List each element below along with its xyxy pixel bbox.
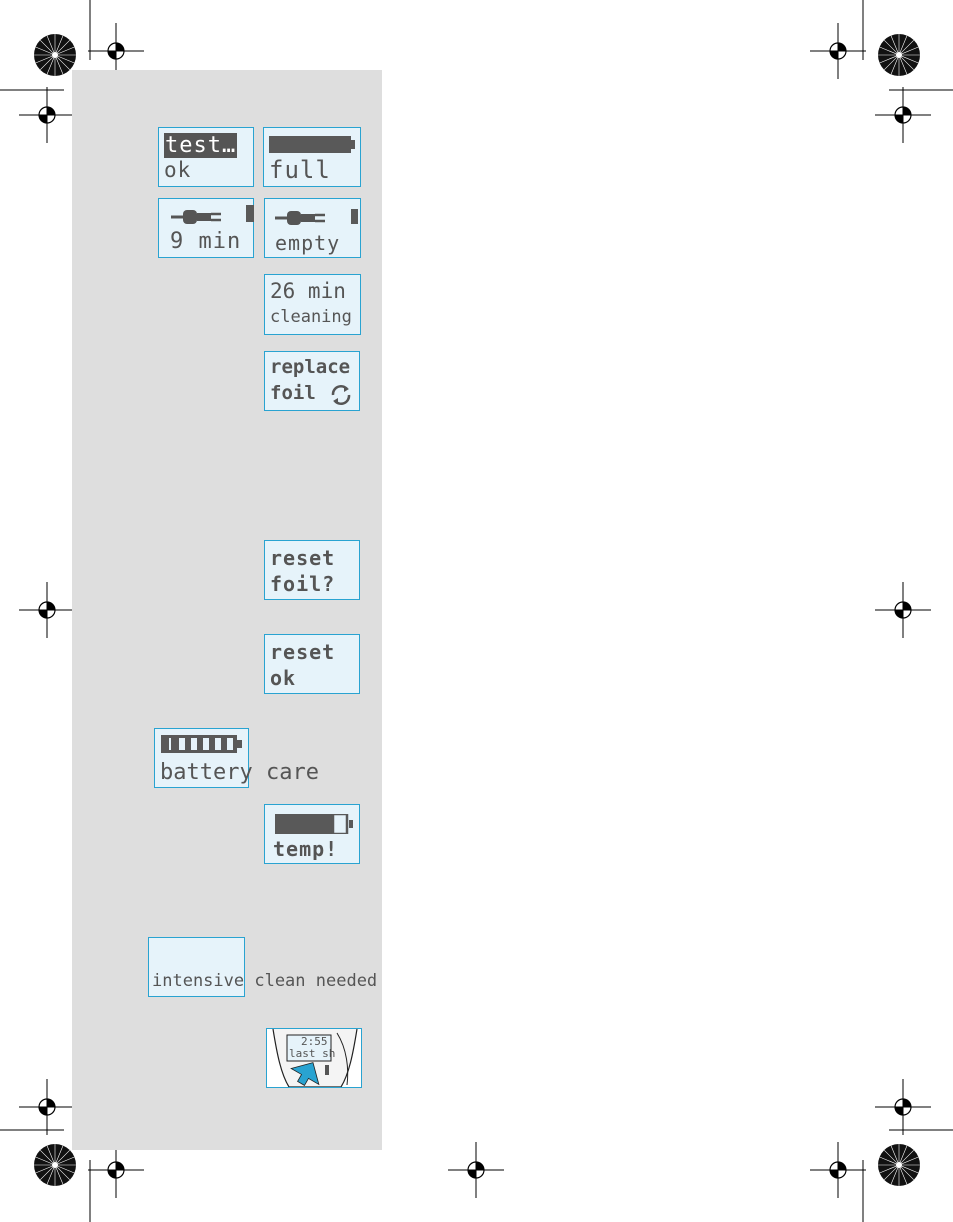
display-line1: 26 min [270, 279, 346, 303]
display-line2: full [269, 156, 331, 184]
crosshair-icon [19, 1079, 75, 1135]
display-line1: reset [270, 640, 335, 664]
crosshair-icon [810, 1142, 866, 1198]
display-line2: empty [275, 231, 340, 255]
display-reset-ok: reset ok [264, 634, 360, 694]
color-wheel-icon [34, 1144, 76, 1186]
display-line2: temp! [273, 837, 338, 861]
display-replace-foil: replace foil [264, 351, 360, 411]
crosshair-icon [19, 582, 75, 638]
display-battery-care: battery care [154, 728, 249, 788]
crosshair-icon [875, 87, 931, 143]
color-wheel-icon [878, 1144, 920, 1186]
display-battery-empty: empty [264, 198, 361, 258]
battery-tip [351, 140, 355, 149]
display-temp: temp! [264, 804, 360, 864]
crosshair-icon [19, 87, 75, 143]
display-cleaning: 26 min cleaning [264, 274, 361, 335]
crosshair-icon [810, 23, 866, 79]
crosshair-icon [875, 582, 931, 638]
display-line2: last sh [289, 1047, 335, 1060]
crosshair-icon [875, 1079, 931, 1135]
display-intensive-clean: intensive clean needed [148, 937, 245, 997]
display-line1: test… [164, 133, 237, 158]
display-line2: foil? [270, 572, 335, 596]
display-line2: ok [270, 666, 296, 690]
battery-icon [246, 205, 254, 222]
display-line1: reset [270, 546, 335, 570]
display-reset-foil: reset foil? [264, 540, 360, 600]
display-line2: battery care [160, 760, 319, 785]
color-wheel-icon [34, 34, 76, 76]
crosshair-icon [448, 1142, 504, 1198]
display-battery-full: full [263, 127, 361, 187]
color-wheel-icon [878, 34, 920, 76]
battery-icon [269, 136, 351, 153]
display-line2: foil [270, 382, 316, 404]
refresh-icon [329, 383, 353, 407]
display-line2: cleaning [270, 307, 352, 327]
battery-icon [275, 814, 355, 834]
display-line1: replace [270, 356, 350, 378]
device-illustration: 2:55 last sh [266, 1028, 362, 1088]
display-line2: ok [164, 158, 191, 182]
display-line2: intensive clean needed [152, 971, 377, 991]
plug-icon [275, 208, 325, 228]
battery-icon [351, 209, 358, 224]
battery-icon [161, 735, 243, 753]
crosshair-icon [88, 1142, 144, 1198]
display-test-ok: test… ok [158, 127, 254, 187]
plug-icon [171, 207, 221, 227]
display-charge-time: 9 min [158, 198, 254, 258]
display-line2: 9 min [170, 229, 241, 254]
